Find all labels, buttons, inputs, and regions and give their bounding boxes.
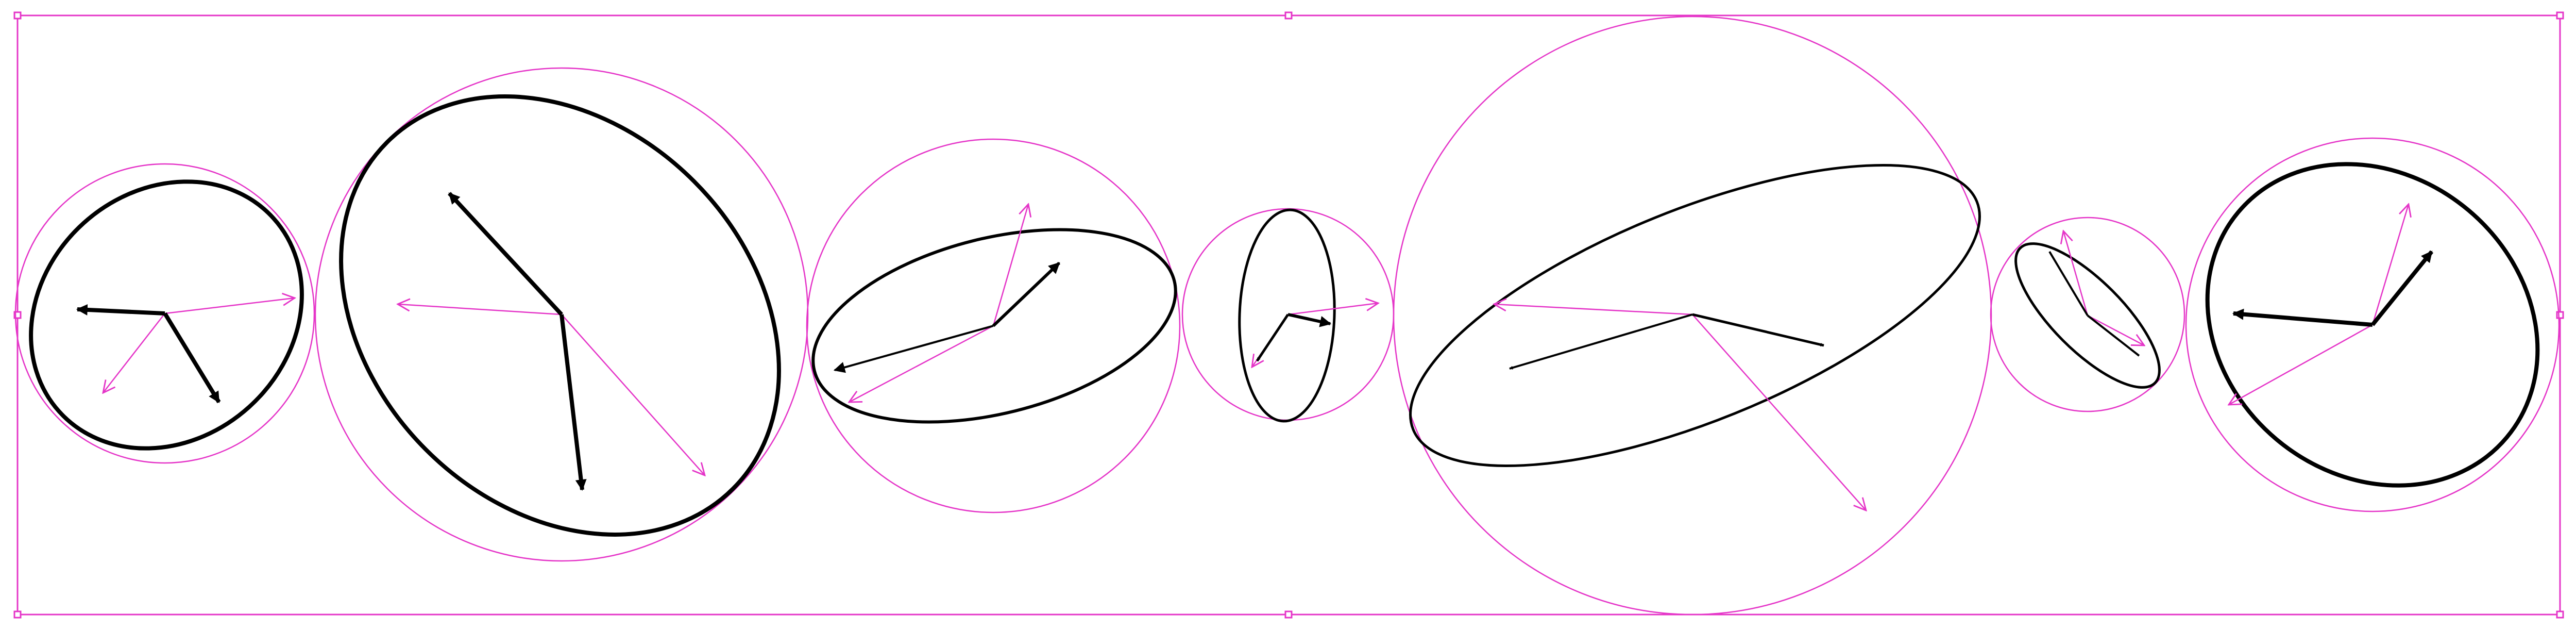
figure-2-ellipse	[339, 94, 781, 537]
figure-7-circle	[2185, 137, 2560, 512]
figure-4-vector-a	[1287, 303, 1378, 316]
figure-3-vector-b	[849, 325, 994, 402]
figure-2-axis-b	[560, 314, 587, 491]
figure-2-axis-a	[448, 192, 563, 316]
figure-3-axis-b	[833, 325, 994, 373]
figure-2-circle	[314, 67, 809, 562]
figure-1-axis-b	[163, 312, 221, 404]
handle-bottom-left[interactable]	[13, 610, 22, 619]
figure-1	[14, 163, 315, 464]
figure-3-circle	[806, 138, 1181, 513]
figure-2-vector-a	[398, 304, 562, 316]
figure-6-circle	[1990, 217, 2185, 412]
figure-1-axis-a	[76, 304, 165, 316]
handle-bottom-right[interactable]	[2556, 610, 2564, 619]
figure-2-vector-b	[561, 314, 705, 475]
handle-top-left[interactable]	[13, 11, 22, 20]
figure-4-ellipse	[1238, 208, 1336, 423]
figure-6-ellipse	[2014, 242, 2161, 389]
figure-7-ellipse	[2205, 162, 2540, 488]
figure-6-axis-b	[2087, 314, 2140, 357]
figure-4	[1181, 208, 1395, 423]
handle-middle-right[interactable]	[2556, 311, 2564, 319]
figure-1-vector-a	[164, 298, 295, 314]
figure-7-axis-a	[2370, 250, 2434, 326]
figure-5-axis-b	[1509, 313, 1693, 370]
figure-3-ellipse	[811, 228, 1177, 424]
figure-4-axis-a	[1287, 313, 1332, 327]
handle-top-center[interactable]	[1284, 11, 1293, 20]
figure-7-vector-a	[2371, 204, 2409, 325]
figure-6-axis-a	[2048, 251, 2089, 317]
figure-6-vector-b	[2087, 314, 2144, 345]
figure-5-vector-b	[1692, 314, 1866, 510]
handle-top-right[interactable]	[2556, 11, 2564, 20]
figure-3-axis-a	[992, 261, 1061, 327]
figure-6-vector-a	[2063, 231, 2089, 316]
figure-7-vector-b	[2229, 324, 2373, 405]
figure-5	[1393, 15, 1992, 616]
figure-1-ellipse	[29, 179, 304, 451]
figure-2	[314, 67, 809, 562]
figure-5-axis-a	[1692, 313, 1824, 347]
figure-7	[2185, 137, 2560, 512]
figure-6	[1990, 217, 2185, 412]
handle-bottom-center[interactable]	[1284, 610, 1293, 619]
figure-1-circle	[14, 163, 315, 464]
figure-7-axis-b	[2232, 308, 2373, 327]
figure-3	[806, 138, 1181, 513]
figure-3-vector-a	[992, 204, 1028, 326]
figure-5-ellipse	[1409, 163, 1981, 468]
figure-5-vector-a	[1494, 304, 1693, 316]
figure-1-vector-b	[103, 313, 165, 393]
figure-4-axis-b	[1256, 313, 1290, 362]
